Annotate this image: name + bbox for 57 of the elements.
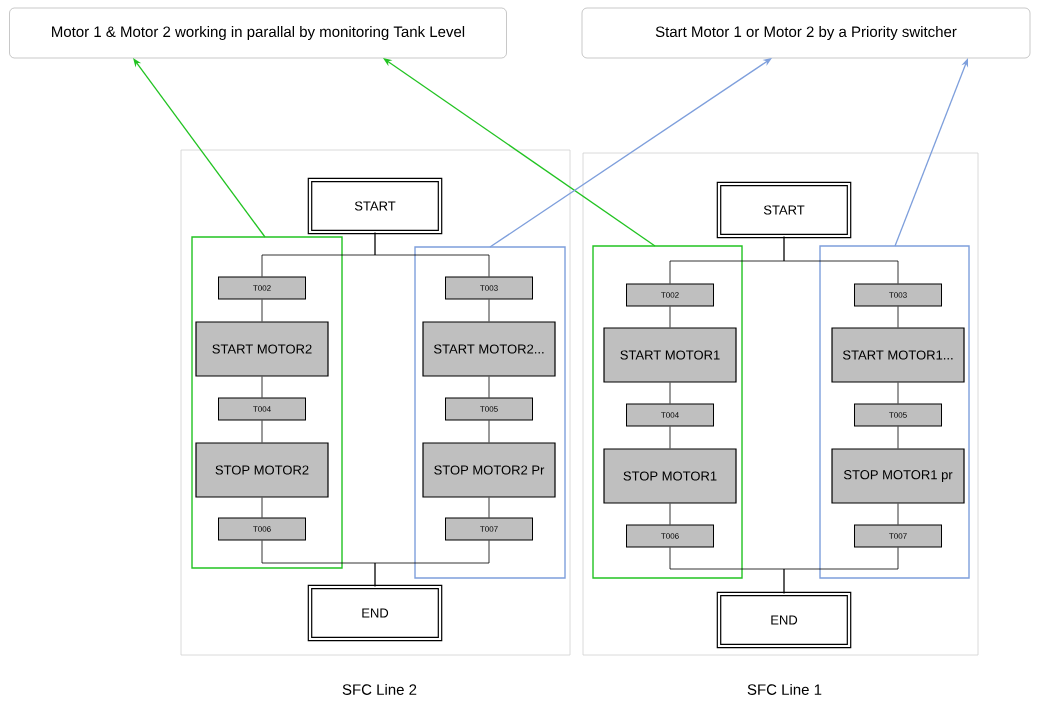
transition-box: T004 (626, 403, 714, 427)
connector-line (374, 232, 490, 277)
group-frame (592, 245, 743, 579)
terminal-box: START (307, 177, 443, 235)
transition-box: T002 (218, 276, 306, 300)
transition-box: T006 (218, 517, 306, 541)
connector-line (783, 547, 899, 594)
transition-box: T005 (445, 397, 533, 421)
step-box: STOP MOTOR1 (603, 448, 737, 504)
connector-line (783, 236, 899, 284)
panel (180, 149, 571, 656)
transition-box: T002 (626, 283, 714, 307)
connector-line (261, 299, 263, 322)
connector-line (897, 382, 899, 404)
transition-box: T007 (854, 524, 942, 548)
step-box: STOP MOTOR2 Pr (422, 442, 556, 498)
connector-line (261, 420, 263, 443)
connector-line (669, 306, 671, 328)
connector-line (488, 376, 490, 398)
connector-line (261, 497, 263, 518)
connector-line (669, 503, 671, 525)
node-label: SFC Line 2 (342, 683, 417, 695)
node-label: SFC Line 1 (747, 683, 822, 695)
step-box: STOP MOTOR2 (195, 442, 329, 498)
terminal-box: END (307, 584, 443, 642)
connector-line (897, 503, 899, 525)
group-frame (819, 245, 970, 579)
transition-box: T005 (854, 403, 942, 427)
panel (582, 152, 979, 656)
step-box: STOP MOTOR1 pr (831, 448, 965, 504)
title-box: Motor 1 & Motor 2 working in parallal by monitoring Tank Level (9, 7, 507, 59)
group-frame (191, 236, 343, 569)
step-box: START MOTOR2... (422, 321, 556, 377)
connector-line (488, 420, 490, 443)
transition-box: T003 (445, 276, 533, 300)
title-box: Start Motor 1 or Motor 2 by a Priority switcher (581, 7, 1031, 59)
arrow (489, 58, 772, 248)
transition-box: T007 (445, 517, 533, 541)
group-frame (414, 246, 566, 579)
connector-line (488, 497, 490, 518)
connector-line (669, 426, 671, 449)
connector-line (488, 299, 490, 322)
terminal-box: START (716, 181, 852, 239)
step-box: START MOTOR2 (195, 321, 329, 377)
connector-line (897, 426, 899, 449)
connector-line (374, 540, 490, 587)
step-box: START MOTOR1... (831, 327, 965, 383)
arrow (133, 58, 266, 238)
transition-box: T003 (854, 283, 942, 307)
terminal-box: END (716, 591, 852, 649)
connector-line (897, 306, 899, 328)
transition-box: T006 (626, 524, 714, 548)
arrow (383, 58, 656, 247)
transition-box: T004 (218, 397, 306, 421)
step-box: START MOTOR1 (603, 327, 737, 383)
connector-line (261, 376, 263, 398)
connector-line (669, 382, 671, 404)
